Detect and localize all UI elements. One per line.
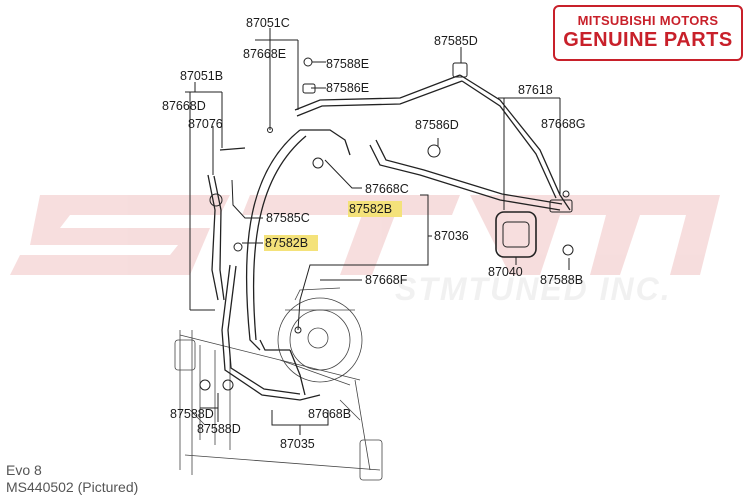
label-87586e: 87586E [326, 81, 369, 95]
label-87668c: 87668C [365, 182, 409, 196]
label-87668b: 87668B [308, 407, 351, 421]
watermark-s [10, 195, 230, 275]
label-87585c: 87585C [266, 211, 310, 225]
genuine-parts-badge: MITSUBISHI MOTORS GENUINE PARTS [553, 5, 743, 61]
leader-lines [185, 28, 570, 435]
compressor [277, 287, 363, 386]
label-87582b-a: 87582B [349, 202, 392, 216]
label-87668d: 87668D [162, 99, 206, 113]
label-87036: 87036 [434, 229, 469, 243]
badge-brand: MITSUBISHI MOTORS [577, 13, 719, 28]
hose-lines [199, 57, 574, 401]
label-87588b: 87588B [540, 273, 583, 287]
watermark-m [470, 195, 720, 275]
label-87582b-b: 87582B [265, 236, 308, 250]
part-labels: 87051C 87668E 87588E 87586E 87585D 87618… [162, 16, 585, 451]
label-87668f: 87668F [365, 273, 408, 287]
label-87035: 87035 [280, 437, 315, 451]
label-87051b: 87051B [180, 69, 223, 83]
label-87618: 87618 [518, 83, 553, 97]
label-87040: 87040 [488, 265, 523, 279]
highlight-87582b-a [348, 201, 402, 217]
footer-model: Evo 8 [6, 462, 42, 478]
label-87668e: 87668E [243, 47, 286, 61]
label-87051c: 87051C [246, 16, 290, 30]
label-87076: 87076 [188, 117, 223, 131]
label-87588e: 87588E [326, 57, 369, 71]
watermark-text: STMTUNED INC. [395, 271, 672, 307]
label-87668g: 87668G [541, 117, 585, 131]
footer-part-note: MS440502 (Pictured) [6, 479, 139, 495]
highlight-87582b-b [264, 235, 318, 251]
condenser [174, 330, 383, 481]
watermark-t [242, 195, 460, 275]
badge-title: GENUINE PARTS [563, 29, 733, 51]
label-87588d-b: 87588D [197, 422, 241, 436]
label-87586d: 87586D [415, 118, 459, 132]
label-87585d: 87585D [434, 34, 478, 48]
label-87588d-a: 87588D [170, 407, 214, 421]
